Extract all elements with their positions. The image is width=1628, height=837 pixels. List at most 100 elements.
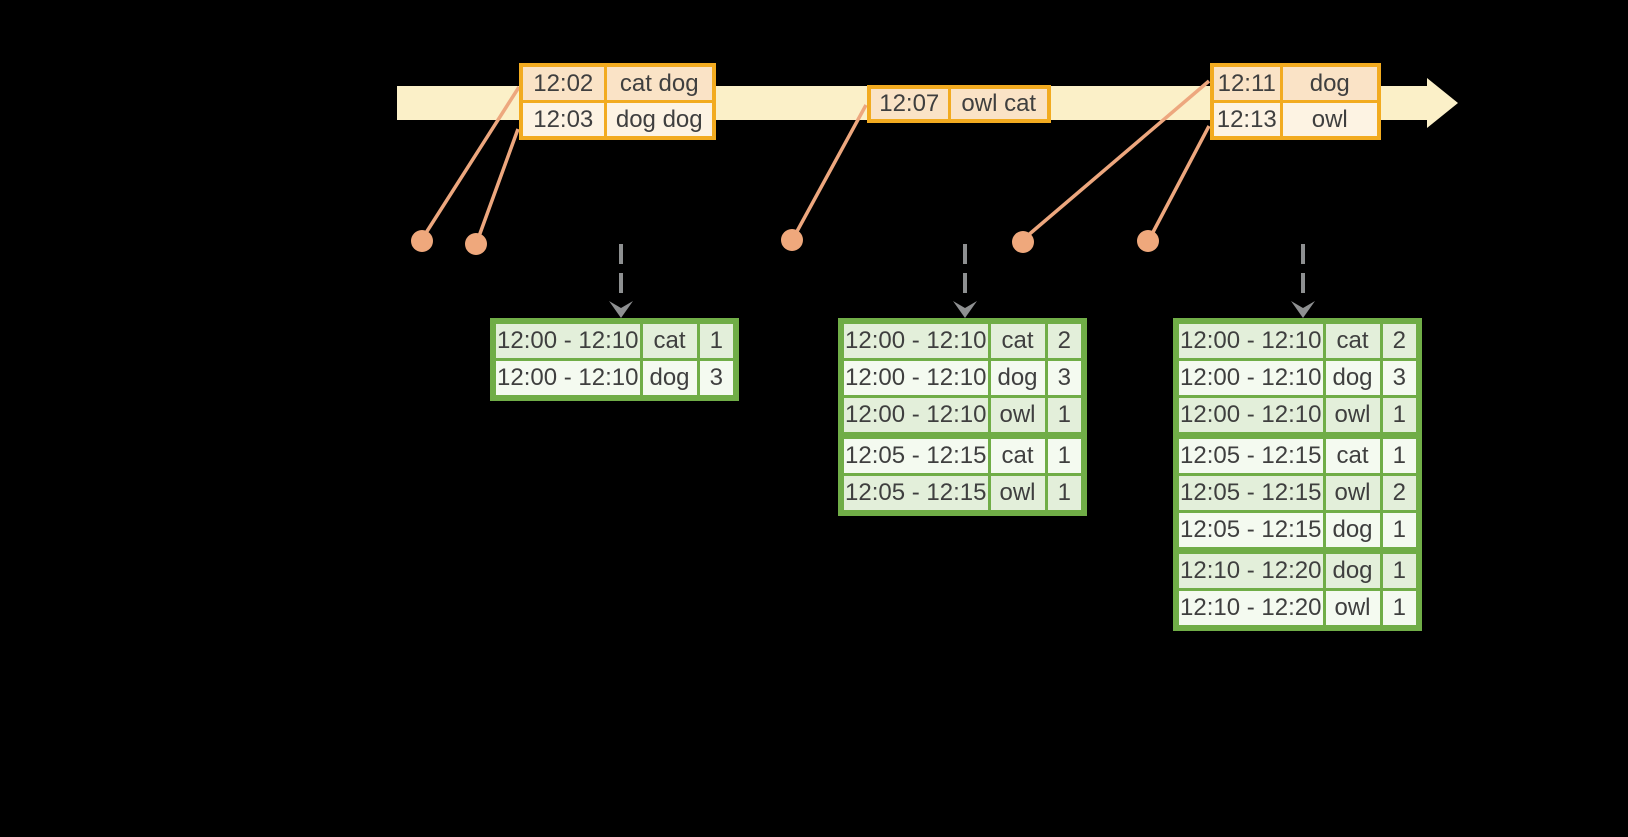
cell-window: 12:00 - 12:10: [839, 395, 991, 437]
cell-time: 12:03: [519, 100, 607, 140]
event-dot: [1012, 231, 1034, 253]
cell-word: owl: [1322, 473, 1383, 513]
cell-count: 1: [1379, 547, 1421, 591]
cell-count: 1: [1379, 510, 1421, 552]
connector-line: [1149, 125, 1211, 237]
cell-count: 3: [1379, 358, 1421, 398]
cell-count: 3: [1044, 358, 1086, 398]
cell-count: 1: [1379, 395, 1421, 437]
cell-count: 1: [1044, 395, 1086, 437]
cell-count: 1: [1044, 432, 1086, 476]
cell-word: owl: [1322, 395, 1383, 437]
cell-window: 12:00 - 12:10: [491, 358, 643, 400]
cell-count: 1: [1379, 588, 1421, 630]
cell-word: dog: [1322, 358, 1383, 398]
cell-time: 12:07: [867, 85, 951, 123]
event-dots: [411, 229, 1159, 255]
cell-word: cat: [987, 432, 1048, 476]
cell-window: 12:05 - 12:15: [1174, 473, 1326, 513]
cell-window: 12:10 - 12:20: [1174, 547, 1326, 591]
connector-line: [422, 86, 521, 237]
cell-window: 12:00 - 12:10: [839, 319, 991, 361]
event-dot: [411, 230, 433, 252]
cell-words: dog dog: [603, 100, 716, 140]
cell-word: dog: [1322, 547, 1383, 591]
cell-word: owl: [987, 473, 1048, 515]
cell-count: 3: [696, 358, 738, 400]
cell-word: cat: [639, 319, 700, 361]
cell-word: owl: [987, 395, 1048, 437]
cell-words: owl: [1279, 100, 1381, 140]
cell-word: owl: [1322, 588, 1383, 630]
cell-count: 2: [1379, 319, 1421, 361]
cell-time: 12:13: [1210, 100, 1283, 140]
cell-time: 12:11: [1210, 63, 1283, 103]
cell-word: dog: [987, 358, 1048, 398]
cell-word: dog: [639, 358, 700, 400]
cell-word: cat: [987, 319, 1048, 361]
event-dot: [465, 233, 487, 255]
cell-words: dog: [1279, 63, 1381, 103]
cell-count: 2: [1044, 319, 1086, 361]
trigger-arrowhead-icon: [1291, 301, 1315, 318]
cell-window: 12:00 - 12:10: [839, 358, 991, 398]
trigger-arrows: [609, 244, 1315, 318]
cell-count: 2: [1379, 473, 1421, 513]
cell-window: 12:00 - 12:10: [1174, 319, 1326, 361]
cell-window: 12:05 - 12:15: [1174, 510, 1326, 552]
cell-words: owl cat: [947, 85, 1051, 123]
connector-line: [793, 104, 868, 236]
cell-words: cat dog: [603, 63, 716, 103]
trigger-arrowhead-icon: [609, 301, 633, 318]
cell-word: dog: [1322, 510, 1383, 552]
cell-time: 12:02: [519, 63, 607, 103]
cell-count: 1: [1044, 473, 1086, 515]
cell-word: cat: [1322, 432, 1383, 476]
event-dot: [1137, 230, 1159, 252]
cell-window: 12:00 - 12:10: [491, 319, 643, 361]
cell-count: 1: [696, 319, 738, 361]
trigger-arrowhead-icon: [953, 301, 977, 318]
cell-window: 12:05 - 12:15: [839, 432, 991, 476]
connector-line: [1024, 79, 1211, 239]
cell-word: cat: [1322, 319, 1383, 361]
connector-line: [476, 128, 520, 240]
event-dot: [781, 229, 803, 251]
cell-count: 1: [1379, 432, 1421, 476]
cell-window: 12:00 - 12:10: [1174, 395, 1326, 437]
cell-window: 12:00 - 12:10: [1174, 358, 1326, 398]
cell-window: 12:05 - 12:15: [1174, 432, 1326, 476]
cell-window: 12:05 - 12:15: [839, 473, 991, 515]
connector-lines: [422, 79, 1211, 240]
